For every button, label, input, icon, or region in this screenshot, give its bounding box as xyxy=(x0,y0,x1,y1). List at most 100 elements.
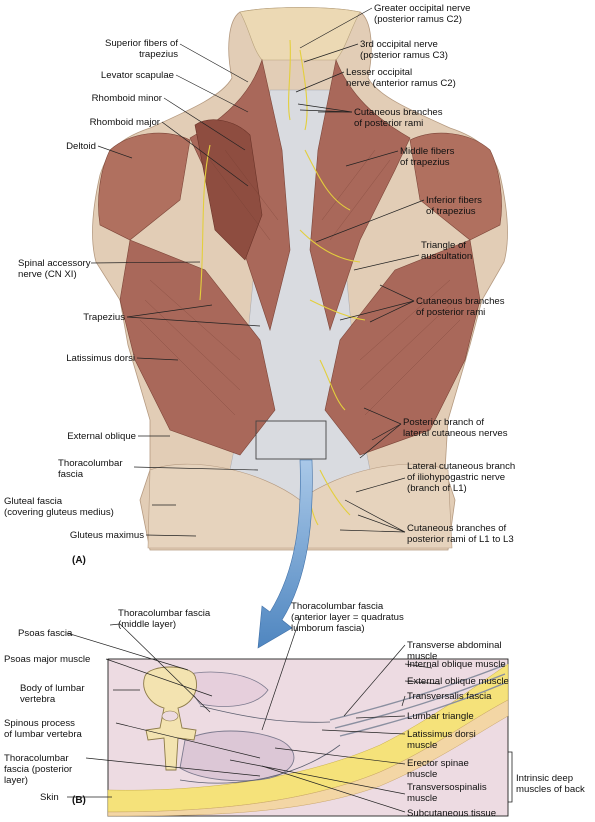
label-line: muscle xyxy=(407,769,437,780)
label-line: Transversospinalis xyxy=(407,782,487,793)
label-external-oblique-b: External oblique muscle xyxy=(407,676,509,687)
label-line: trapezius xyxy=(139,49,178,60)
label-line: Transverse abdominal xyxy=(407,640,502,651)
label-third-occipital: 3rd occipital nerve(posterior ramus C3) xyxy=(360,39,448,61)
label-transversalis: Transversalis fascia xyxy=(407,691,492,702)
magnify-arrow xyxy=(257,459,313,649)
label-latissimus-dorsi: Latissimus dorsi xyxy=(66,353,135,364)
label-line: Inferior fibers xyxy=(426,195,482,206)
label-line: Internal oblique muscle xyxy=(407,659,506,670)
label-line: muscle xyxy=(407,651,437,662)
label-line: Thoracolumbar fascia xyxy=(291,601,384,612)
label-line: Intrinsic deep xyxy=(516,773,573,784)
fascia-layers xyxy=(179,705,341,784)
panel-b-label: (B) xyxy=(72,795,86,806)
panel-b-labels: Thoracolumbar fascia(middle layer)Thorac… xyxy=(4,601,585,819)
label-line: of trapezius xyxy=(426,206,476,217)
label-line: Psoas major muscle xyxy=(4,654,90,665)
label-line: nerve (CN XI) xyxy=(18,269,77,280)
label-line: Thoracolumbar fascia xyxy=(118,608,211,619)
label-line: of posterior rami xyxy=(416,307,485,318)
intrinsic-muscles-bracket xyxy=(508,751,513,803)
label-line: Lumbar triangle xyxy=(407,711,474,722)
label-line: posterior rami of L1 to L3 xyxy=(407,534,514,545)
label-gluteus-maximus: Gluteus maximus xyxy=(70,530,144,541)
label-line: Trapezius xyxy=(83,312,125,323)
label-line: Skin xyxy=(40,792,59,803)
label-line: Superior fibers of xyxy=(105,38,178,49)
left-deltoid-muscle xyxy=(98,132,191,241)
label-external-oblique: External oblique xyxy=(67,431,136,442)
leader-lines xyxy=(66,7,441,813)
label-line: Middle fibers xyxy=(400,146,455,157)
label-deltoid: Deltoid xyxy=(66,141,96,152)
label-line: External oblique xyxy=(67,431,136,442)
label-tlf-middle: Thoracolumbar fascia(middle layer) xyxy=(118,608,211,630)
muscle-fiber-lines xyxy=(139,149,461,416)
label-line: (middle layer) xyxy=(118,619,176,630)
label-line: Gluteus maximus xyxy=(70,530,144,541)
label-levator-scapulae: Levator scapulae xyxy=(101,70,174,81)
skin-layer xyxy=(107,699,509,817)
label-subcutaneous: Subcutaneous tissue xyxy=(407,808,496,819)
abdominal-wall-muscles xyxy=(329,664,506,737)
label-line: lumborum fascia) xyxy=(291,623,365,634)
label-line: Transversalis fascia xyxy=(407,691,492,702)
left-latissimus-dorsi xyxy=(119,239,276,456)
right-deltoid-muscle xyxy=(409,132,502,241)
label-rhomboid-minor: Rhomboid minor xyxy=(92,93,163,104)
label-internal-oblique: Internal oblique muscle xyxy=(407,659,506,670)
erector-spinae-mass xyxy=(179,730,295,782)
label-line: Spinal accessory xyxy=(18,258,91,269)
label-tlf-anterior: Thoracolumbar fascia(anterior layer = qu… xyxy=(291,601,404,634)
label-line: layer) xyxy=(4,775,28,786)
label-line: (posterior ramus C2) xyxy=(374,14,462,25)
label-gluteal-fascia: Gluteal fascia(covering gluteus medius) xyxy=(4,496,114,518)
right-latissimus-dorsi xyxy=(324,239,481,456)
label-trapezius: Trapezius xyxy=(83,312,125,323)
label-line: Levator scapulae xyxy=(101,70,174,81)
vertebral-foramen xyxy=(161,710,179,722)
label-greater-occipital: Greater occipital nerve(posterior ramus … xyxy=(374,3,471,25)
label-skin: Skin xyxy=(40,792,59,803)
label-line: nerve (anterior ramus C2) xyxy=(346,78,456,89)
label-line: 3rd occipital nerve xyxy=(360,39,438,50)
right-trapezius-muscle xyxy=(309,58,411,332)
label-line: of iliohypogastric nerve xyxy=(407,472,505,483)
label-line: (posterior ramus C3) xyxy=(360,50,448,61)
label-line: External oblique muscle xyxy=(407,676,509,687)
label-line: of posterior rami xyxy=(354,118,423,129)
label-line: vertebra xyxy=(20,694,56,705)
label-line: (branch of L1) xyxy=(407,483,467,494)
label-line: Cutaneous branches of xyxy=(407,523,507,534)
label-line: Cutaneous branches xyxy=(354,107,443,118)
panel-a-labels: Greater occipital nerve(posterior ramus … xyxy=(4,3,515,545)
label-line: Gluteal fascia xyxy=(4,496,63,507)
label-line: Spinous process xyxy=(4,718,75,729)
label-line: Latissimus dorsi xyxy=(66,353,135,364)
label-line: of lumbar vertebra xyxy=(4,729,83,740)
label-line: Cutaneous branches xyxy=(416,296,505,307)
label-line: Lateral cutaneous branch xyxy=(407,461,515,472)
label-line: Thoracolumbar xyxy=(4,753,69,764)
label-line: (anterior layer = quadratus xyxy=(291,612,404,623)
label-line: Deltoid xyxy=(66,141,96,152)
rhomboid-muscles xyxy=(194,119,263,261)
panel-a-label: (A) xyxy=(72,555,86,566)
label-line: muscles of back xyxy=(516,784,585,795)
label-line: Psoas fascia xyxy=(18,628,73,639)
